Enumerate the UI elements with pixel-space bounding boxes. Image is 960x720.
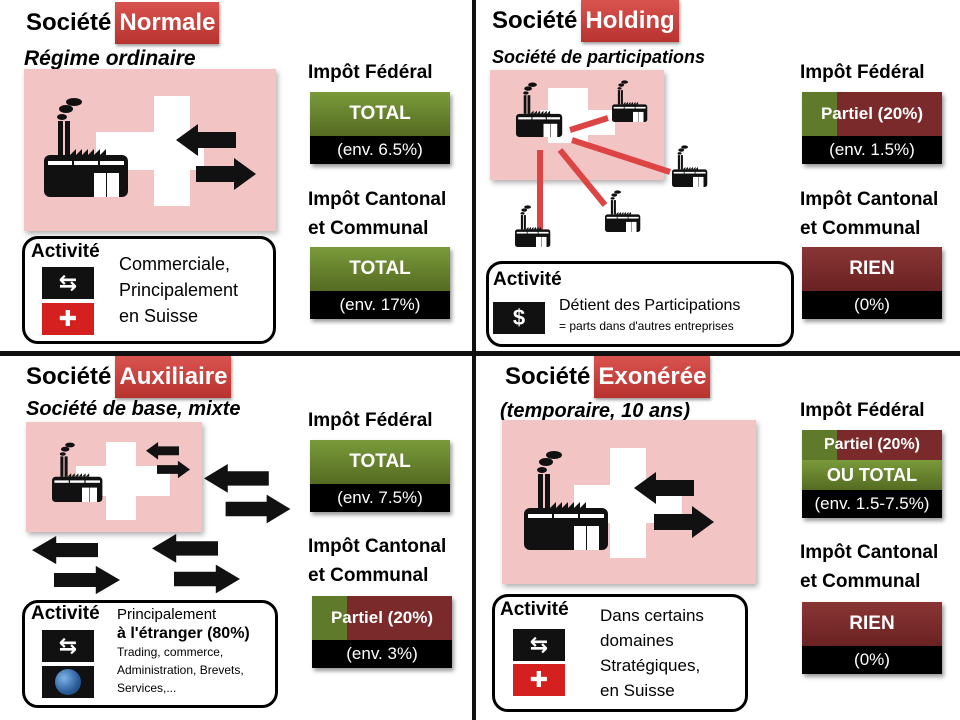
cantonal-tax-label: Impôt Cantonal et Communal [800, 189, 939, 239]
company-illustration [502, 420, 756, 584]
exchange-arrows-icon: ⇆ [42, 267, 94, 299]
vertical-divider [472, 0, 476, 720]
federal-tax-box: TOTAL (env. 6.5%) [310, 92, 450, 164]
quadrant-title: Société Exonérée [505, 356, 711, 398]
federal-tax-value: Partiel (20%) [802, 92, 942, 136]
subsidiary-factory-icon [515, 205, 551, 247]
swiss-flag-icon: ✚ [513, 664, 565, 696]
federal-tax-rate: (env. 1.5%) [802, 136, 942, 164]
quadrant-auxiliaire: Société Auxiliaire Société de base, mixt… [0, 356, 480, 720]
activity-label: Activité [31, 241, 100, 262]
activity-description: Commerciale, Principalement en Suisse [119, 254, 239, 326]
dollar-icon: $ [493, 302, 545, 334]
subtitle: Régime ordinaire [24, 47, 196, 70]
subtitle: Société de base, mixte [26, 398, 241, 420]
federal-tax-label: Impôt Fédéral [308, 62, 433, 83]
quadrant-title: Société Normale [26, 2, 220, 44]
cantonal-tax-value: TOTAL [310, 247, 450, 291]
activity-description: Détient des Participations [559, 297, 741, 314]
company-illustration [26, 422, 202, 532]
cantonal-tax-rate: (env. 17%) [310, 291, 450, 319]
activity-label: Activité [500, 599, 569, 620]
cantonal-tax-box: RIEN (0%) [802, 602, 942, 674]
quadrant-holding: Société Holding Société de participation… [480, 0, 960, 360]
federal-tax-label: Impôt Fédéral [800, 400, 925, 421]
federal-tax-total: OU TOTAL [802, 460, 942, 490]
federal-tax-partial: Partiel (20%) [802, 430, 942, 460]
factory-switzerland-icon [44, 96, 256, 206]
federal-tax-box: TOTAL (env. 7.5%) [310, 440, 450, 512]
cantonal-tax-box: Partiel (20%) (env. 3%) [312, 596, 452, 668]
cantonal-tax-label: Impôt Cantonal et Communal [308, 189, 447, 239]
cantonal-tax-value: RIEN [802, 247, 942, 291]
cantonal-tax-rate: (env. 3%) [312, 640, 452, 668]
exchange-arrows-icon: ⇆ [42, 630, 94, 662]
activity-box: Activité ⇆ ✚ Commerciale, Principalement… [22, 236, 276, 344]
federal-tax-value: TOTAL [310, 440, 450, 484]
company-illustration [24, 69, 276, 231]
globe-icon [42, 666, 94, 698]
subtitle: (temporaire, 10 ans) [500, 400, 691, 422]
subsidiary-factory-icon [605, 190, 641, 232]
federal-tax-label: Impôt Fédéral [308, 410, 433, 431]
activity-description: Dans certains domaines Stratégiques, en … [600, 606, 704, 700]
swiss-flag-icon: ✚ [42, 303, 94, 335]
quadrant-title: Société Auxiliaire [26, 356, 232, 398]
subsidiary-factory-icon [672, 145, 708, 187]
factory-switzerland-icon [524, 448, 714, 558]
activity-label: Activité [493, 269, 562, 290]
cantonal-tax-rate: (0%) [802, 646, 942, 674]
activity-note: = parts dans d'autres entreprises [559, 319, 734, 333]
cantonal-tax-box: TOTAL (env. 17%) [310, 247, 450, 319]
federal-tax-value: TOTAL [310, 92, 450, 136]
activity-box: Activité $ Détient des Participations = … [486, 261, 794, 347]
international-trade-arrows-icon [32, 464, 291, 595]
activity-description: Principalement à l'étranger (80%) Tradin… [117, 606, 250, 695]
quadrant-normale: Société Normale Régime ordinaire Impôt F… [0, 0, 480, 360]
federal-tax-rate: (env. 6.5%) [310, 136, 450, 164]
type-badge: Holding [581, 0, 679, 42]
holding-network-icon [515, 80, 708, 247]
exchange-arrows-icon: ⇆ [513, 629, 565, 661]
federal-tax-box: Partiel (20%) (env. 1.5%) [802, 92, 942, 164]
cantonal-tax-box: RIEN (0%) [802, 247, 942, 319]
type-badge: Normale [115, 2, 220, 44]
type-badge: Exonérée [594, 356, 711, 398]
horizontal-divider [0, 351, 960, 356]
activity-box: Activité ⇆ Principalement à l'étranger (… [22, 600, 278, 708]
cantonal-tax-label: Impôt Cantonal et Communal [308, 536, 447, 586]
activity-label: Activité [31, 603, 100, 624]
subsidiary-factory-icon [612, 80, 648, 122]
federal-tax-label: Impôt Fédéral [800, 62, 925, 83]
cantonal-tax-value: Partiel (20%) [312, 596, 452, 640]
quadrant-title: Société Holding [492, 0, 679, 42]
quadrant-exoneree: Société Exonérée (temporaire, 10 ans) Im… [480, 356, 960, 720]
cantonal-tax-rate: (0%) [802, 291, 942, 319]
cantonal-tax-label: Impôt Cantonal et Communal [800, 542, 939, 592]
federal-tax-box: Partiel (20%) OU TOTAL (env. 1.5-7.5%) [802, 430, 942, 518]
federal-tax-rate: (env. 7.5%) [310, 484, 450, 512]
subtitle: Société de participations [492, 47, 706, 67]
activity-box: Activité ⇆ ✚ Dans certains domaines Stra… [492, 594, 748, 712]
federal-tax-rate: (env. 1.5-7.5%) [802, 490, 942, 518]
cantonal-tax-value: RIEN [802, 602, 942, 646]
type-badge: Auxiliaire [115, 356, 232, 398]
